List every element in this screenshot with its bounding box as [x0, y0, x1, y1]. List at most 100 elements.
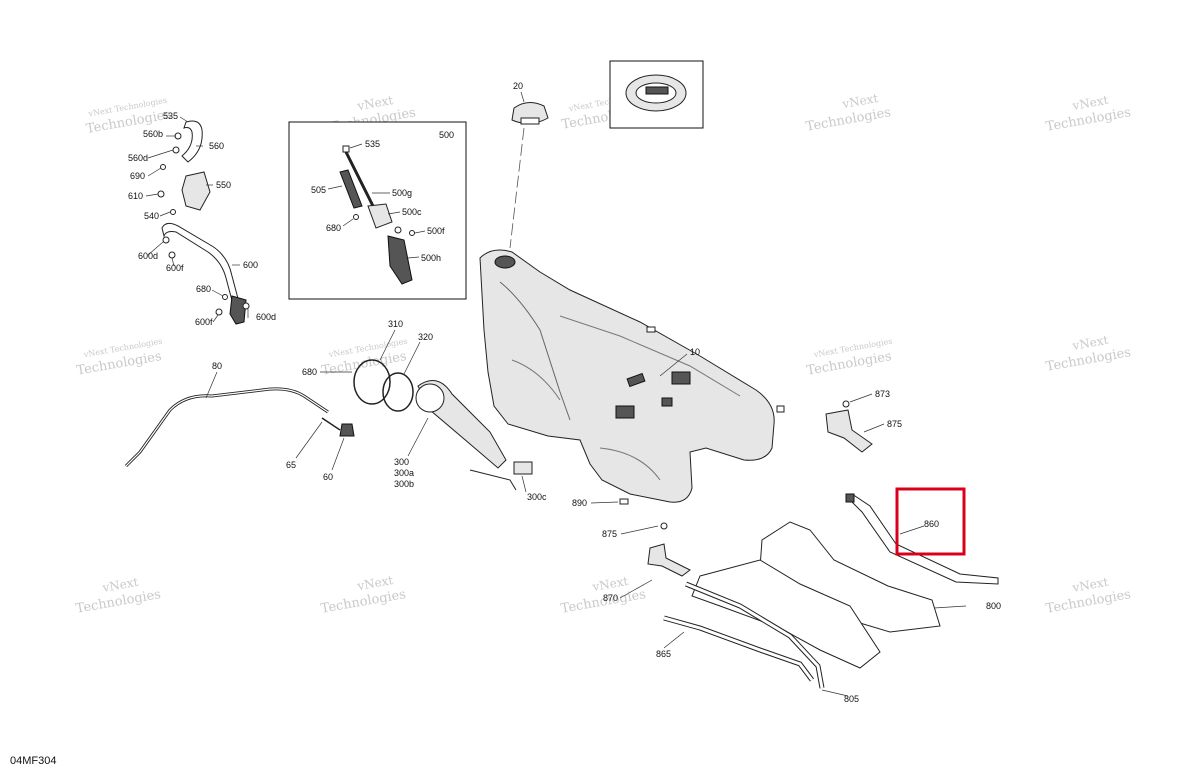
fuel-cap-group: 20	[509, 60, 704, 249]
svg-text:vNext: vNext	[355, 573, 394, 593]
label-60: 60	[323, 472, 333, 482]
filler-elbow-560	[181, 120, 203, 163]
fuel-line-80	[124, 387, 329, 468]
label-600: 600	[243, 260, 258, 270]
pump-filter-300c	[513, 461, 533, 475]
fuel-line-group: 80 65 60	[124, 361, 355, 482]
right-bracket-group: 873 875 860 875 870 800 865 805	[602, 389, 1001, 704]
label-600f-bottom: 600f	[195, 317, 213, 327]
watermark: vNext Technologies Technologies	[805, 337, 893, 379]
part-labels-left: 535 560b 560 560d 690 550 610 540 600d 6…	[128, 111, 276, 327]
label-550: 550	[216, 180, 231, 190]
cap-grip-detail	[645, 86, 669, 95]
tank-mount-3	[661, 397, 673, 407]
screw-690	[160, 164, 166, 170]
screw-65	[321, 417, 341, 431]
label-860: 860	[924, 519, 939, 529]
label-600f-top: 600f	[166, 263, 184, 273]
gasket-310	[353, 359, 391, 405]
svg-text:vNext: vNext	[840, 91, 879, 111]
tank-plug	[646, 326, 656, 333]
screw-875-low	[660, 522, 668, 530]
bracket-550	[181, 171, 211, 211]
fuel-cap-base	[520, 117, 540, 125]
watermark: vNext Technologies	[805, 91, 892, 135]
svg-text:vNext: vNext	[1071, 93, 1110, 113]
bracket-875-low	[647, 543, 691, 577]
label-865: 865	[656, 649, 671, 659]
clamp-500f	[409, 230, 415, 236]
label-875-low: 875	[602, 529, 617, 539]
label-690: 690	[130, 171, 145, 181]
seal-320	[382, 372, 414, 412]
watermark: vNext Technologies	[75, 575, 162, 617]
watermark: vNext Technologies	[1045, 333, 1132, 375]
tank-vent	[626, 372, 646, 388]
label-680-inset: 680	[326, 223, 341, 233]
label-560: 560	[209, 141, 224, 151]
label-10: 10	[690, 347, 700, 357]
tank-plug-right	[776, 405, 785, 413]
label-320: 320	[418, 332, 433, 342]
label-500g: 500g	[392, 188, 412, 198]
label-300a: 300a	[394, 468, 414, 478]
label-500h: 500h	[421, 253, 441, 263]
label-20: 20	[513, 81, 523, 91]
hose-500h	[387, 235, 413, 285]
watermark: vNext Technologies Technologies	[75, 337, 163, 379]
fitting-500f	[394, 226, 402, 234]
fuel-tank-10: 10 890	[479, 249, 785, 508]
hose-end-600	[229, 295, 247, 325]
svg-text:vNext: vNext	[355, 93, 394, 113]
label-560d: 560d	[128, 153, 148, 163]
connector-60	[339, 423, 355, 437]
label-300: 300	[394, 457, 409, 467]
label-310: 310	[388, 319, 403, 329]
tank-mount-1	[671, 371, 691, 385]
label-65: 65	[286, 460, 296, 470]
inset-500: 500 535 505 500g 500c 680 500f 500h	[288, 121, 467, 300]
screw-680-inset	[353, 214, 359, 220]
plug-890	[619, 498, 629, 505]
clamp-600f-bottom	[215, 308, 223, 316]
valve-500c	[367, 203, 393, 229]
strap-860-end	[845, 493, 855, 503]
label-505: 505	[311, 185, 326, 195]
label-600d-bottom: 600d	[256, 312, 276, 322]
svg-text:vNext: vNext	[101, 575, 140, 595]
label-500f: 500f	[427, 226, 445, 236]
tank-mount-2	[615, 405, 635, 419]
label-800: 800	[986, 601, 1001, 611]
svg-text:vNext: vNext	[590, 574, 629, 594]
tube-500g	[344, 151, 378, 213]
label-560b: 560b	[143, 129, 163, 139]
filler-neck-assembly	[157, 120, 250, 325]
pump-flange	[415, 383, 445, 413]
clamp-600d	[162, 236, 170, 244]
highlight-box-860	[895, 487, 966, 556]
clamp-560d	[172, 146, 180, 154]
leader-lines-left	[145, 116, 249, 323]
label-680: 680	[196, 284, 211, 294]
tank-body	[479, 249, 775, 503]
label-300c: 300c	[527, 492, 547, 502]
heat-shield-805	[691, 559, 881, 669]
label-80: 80	[212, 361, 222, 371]
label-540: 540	[144, 211, 159, 221]
label-500c: 500c	[402, 207, 422, 217]
nut-610	[157, 190, 165, 198]
hose-505	[339, 169, 363, 209]
screw-873	[842, 400, 850, 408]
label-875-right: 875	[887, 419, 902, 429]
clamp-600d-bottom	[242, 302, 250, 310]
fuel-pump-group: 310 320 680 300 300a 300b 300c	[302, 319, 547, 502]
label-600d: 600d	[138, 251, 158, 261]
svg-text:vNext: vNext	[1071, 333, 1110, 353]
label-805: 805	[844, 694, 859, 704]
bracket-875-right	[825, 409, 873, 453]
label-873: 873	[875, 389, 890, 399]
screw-680-left	[222, 294, 228, 300]
svg-text:vNext: vNext	[1071, 575, 1110, 595]
watermark: vNext Technologies	[1045, 93, 1132, 135]
